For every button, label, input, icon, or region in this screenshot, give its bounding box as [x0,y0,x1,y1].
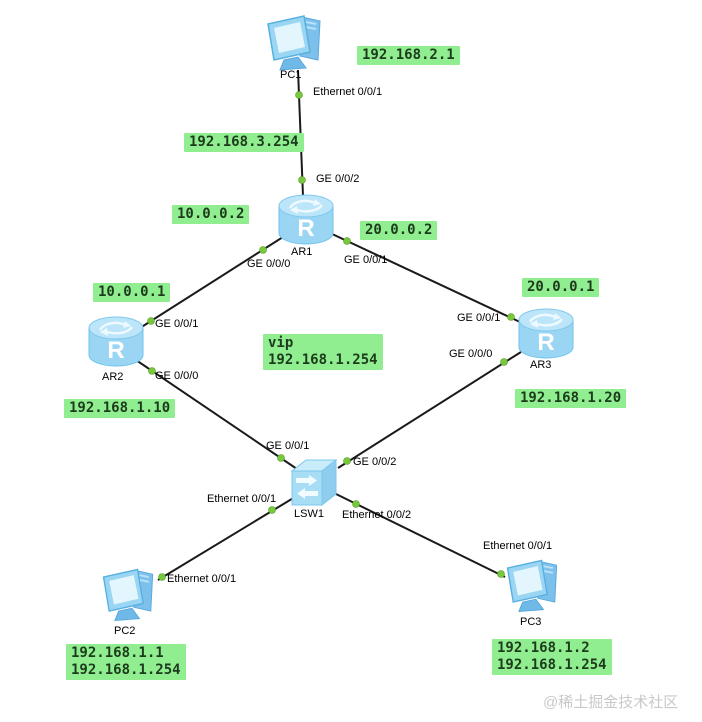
port-dot-ar1-ge000 [259,246,267,254]
ip-label-ar1-gw[interactable]: 192.168.3.254 [184,133,304,152]
device-label-ar1: AR1 [291,246,313,258]
port-label-lsw1-ge002: GE 0/0/2 [353,456,397,468]
pc-icon[interactable] [260,12,332,74]
port-dot-pc2-eth001 [158,573,166,581]
svg-text:R: R [107,337,124,364]
link-ar3-lsw1[interactable] [337,351,522,469]
device-label-ar3: AR3 [530,359,552,371]
port-label-ar1-ge001: GE 0/0/1 [344,254,388,266]
ip-label-ar2-wan[interactable]: 10.0.0.1 [93,283,171,302]
router-icon[interactable]: R [276,194,336,246]
pc-icon[interactable] [96,563,164,627]
device-label-pc3: PC3 [520,616,542,628]
port-dot-ar1-ge001 [343,237,351,245]
ip-label-pc1[interactable]: 192.168.2.1 [357,46,460,65]
router-icon[interactable]: R [86,316,146,368]
port-dot-pc1-eth001 [295,91,303,99]
ip-label-vip[interactable]: vip 192.168.1.254 [263,334,383,370]
device-label-pc2: PC2 [114,625,136,637]
port-label-pc2-eth001: Ethernet 0/0/1 [167,573,237,585]
ip-label-ar1-right[interactable]: 20.0.0.2 [360,221,438,240]
device-label-pc1: PC1 [280,69,302,81]
port-label-lsw1-eth001: Ethernet 0/0/1 [207,493,277,505]
port-label-pc1-eth001: Ethernet 0/0/1 [313,86,383,98]
link-lsw1-pc3[interactable] [335,493,506,578]
port-dot-ar2-ge000 [148,367,156,375]
ip-label-ar3-wan[interactable]: 20.0.0.1 [522,278,600,297]
port-dot-lsw1-eth001 [268,506,276,514]
port-label-ar2-ge001: GE 0/0/1 [155,318,199,330]
port-dot-ar3-ge000 [500,358,508,366]
ip-label-pc2[interactable]: 192.168.1.1 192.168.1.254 [66,644,186,680]
port-dot-lsw1-ge001 [277,454,285,462]
port-label-ar2-ge000: GE 0/0/0 [155,370,199,382]
ip-label-ar3-lan[interactable]: 192.168.1.20 [515,389,627,408]
ip-label-ar1-left[interactable]: 10.0.0.2 [172,205,250,224]
device-label-ar2: AR2 [102,371,124,383]
port-label-ar1-ge002: GE 0/0/2 [316,173,360,185]
port-label-lsw1-ge001: GE 0/0/1 [266,440,310,452]
svg-text:R: R [297,215,314,242]
watermark: @稀土掘金技术社区 [543,694,679,711]
port-label-lsw1-eth002: Ethernet 0/0/2 [342,509,412,521]
port-dot-lsw1-eth002 [352,500,360,508]
device-label-lsw1: LSW1 [294,508,324,520]
port-label-ar3-ge000: GE 0/0/0 [449,348,493,360]
port-dot-ar3-ge001 [507,313,515,321]
switch-icon[interactable] [287,458,341,508]
port-dot-ar1-ge002 [298,176,306,184]
port-dot-pc3-eth001 [497,570,505,578]
link-ar1-ar2[interactable] [139,229,295,329]
ip-label-ar2-lan[interactable]: 192.168.1.10 [64,399,176,418]
pc-icon[interactable] [500,554,568,618]
link-ar1-ar3[interactable] [329,232,521,323]
router-icon[interactable]: R [516,308,576,360]
svg-text:R: R [537,329,554,356]
port-dot-ar2-ge001 [147,317,155,325]
port-label-ar1-ge000: GE 0/0/0 [247,258,291,270]
port-label-pc3-eth001: Ethernet 0/0/1 [483,540,553,552]
link-ar2-lsw1[interactable] [132,357,298,470]
port-label-ar3-ge001: GE 0/0/1 [457,312,501,324]
port-dot-lsw1-ge002 [343,457,351,465]
ip-label-pc3[interactable]: 192.168.1.2 192.168.1.254 [492,639,612,675]
